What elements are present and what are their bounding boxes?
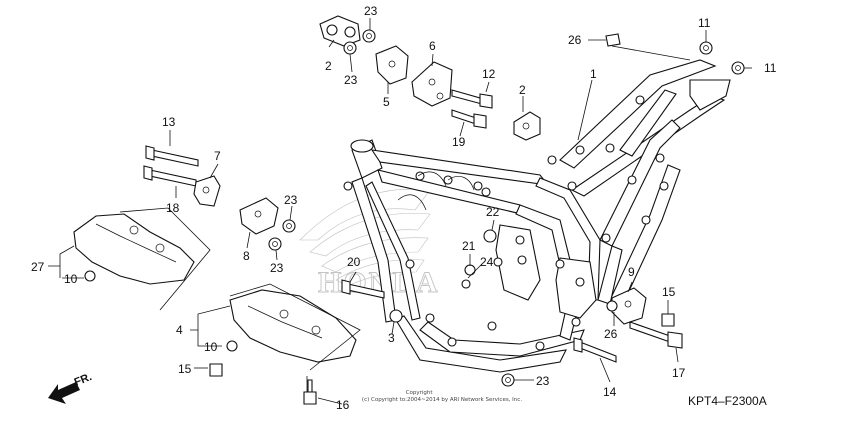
- collar-21: [464, 264, 476, 276]
- collar-26-top: [605, 33, 621, 47]
- skid-plate-27-box: [119, 207, 211, 311]
- label-26-lower: 26: [604, 327, 618, 341]
- bracket-5: [375, 45, 409, 85]
- label-5: 5: [383, 95, 390, 109]
- label-13: 13: [162, 115, 176, 129]
- label-10-left: 10: [64, 272, 78, 286]
- bolt-15-left: [209, 363, 223, 377]
- collar-24: [461, 279, 471, 289]
- front-label: FR.: [73, 371, 94, 389]
- collar-26-lower: [606, 300, 618, 312]
- label-11-right: 11: [764, 61, 777, 75]
- label-18: 18: [166, 201, 180, 215]
- label-6: 6: [429, 39, 436, 53]
- label-8: 8: [243, 249, 250, 263]
- label-14: 14: [603, 385, 617, 399]
- label-23-top: 23: [364, 4, 378, 18]
- label-15-right: 15: [662, 285, 676, 299]
- engine-hanger-2-right: [513, 111, 541, 141]
- diagram-code: KPT4–F2300A: [688, 394, 767, 408]
- label-23-bottom: 23: [536, 374, 550, 388]
- copyright-notice: Copyright (c) Copyright to:2004~2014 by …: [362, 390, 522, 403]
- frame-body: [343, 59, 731, 373]
- label-11-top: 11: [698, 16, 711, 30]
- collar-23-top: [362, 29, 376, 43]
- label-27: 27: [31, 260, 45, 274]
- collar-22: [483, 229, 497, 243]
- label-26-top: 26: [568, 33, 582, 47]
- frame-bosses: [343, 95, 669, 351]
- label-9: 9: [628, 265, 635, 279]
- label-23-mid: 23: [344, 73, 358, 87]
- label-16: 16: [336, 398, 350, 412]
- label-17: 17: [672, 366, 686, 380]
- collar-23-mid: [343, 41, 357, 55]
- label-2-top: 2: [325, 59, 332, 73]
- bolt-13: [145, 145, 199, 167]
- label-4: 4: [176, 323, 183, 337]
- bolt-17: [629, 321, 683, 349]
- label-23-left-lower: 23: [270, 261, 284, 275]
- collar-10-lower: [226, 340, 238, 352]
- skid-plate-4: [229, 289, 357, 363]
- nut-11-b: [731, 61, 745, 75]
- copyright-line-2: (c) Copyright to:2004~2014 by ARI Networ…: [362, 397, 522, 403]
- skid-plate-27: [73, 213, 195, 285]
- front-direction-indicator: FR.: [48, 371, 94, 404]
- label-1: 1: [590, 67, 597, 81]
- label-22: 22: [486, 205, 500, 219]
- nut-23-left-lower: [268, 237, 282, 251]
- collar-10-left: [84, 270, 96, 282]
- bolt-14: [573, 337, 617, 363]
- engine-hanger-2-upper: [319, 15, 361, 47]
- label-12: 12: [482, 67, 496, 81]
- label-23-left: 23: [284, 193, 298, 207]
- nut-23-left: [282, 219, 296, 233]
- bracket-6: [411, 61, 453, 107]
- bolt-18: [143, 165, 197, 187]
- label-15-left: 15: [178, 362, 192, 376]
- label-2-right: 2: [519, 83, 526, 97]
- label-10-lower: 10: [204, 340, 218, 354]
- label-7: 7: [214, 149, 221, 163]
- label-20: 20: [347, 255, 361, 269]
- label-21: 21: [462, 239, 476, 253]
- bolt-12: [451, 89, 493, 109]
- label-3: 3: [388, 331, 395, 345]
- leader-lines: [48, 18, 752, 405]
- bolt-16: [303, 379, 317, 405]
- copyright-line-1: Copyright: [406, 390, 434, 396]
- callout-labels: 1 26 11 11 23 2 23 5 6 12 2 19 13 7 18 2…: [31, 4, 777, 412]
- label-24: 24: [480, 255, 494, 269]
- bolt-15-right: [661, 313, 675, 327]
- label-19: 19: [452, 135, 466, 149]
- front-arrow-icon: [48, 382, 80, 404]
- bracket-7: [193, 175, 221, 207]
- nut-23-bottom: [501, 373, 515, 387]
- nut-11-a: [699, 41, 713, 55]
- bolt-19: [451, 109, 487, 129]
- bracket-9: [611, 287, 647, 325]
- bolt-20: [341, 279, 385, 299]
- collar-3: [389, 309, 403, 323]
- bracket-8: [239, 197, 279, 235]
- skid-plate-4-box: [229, 283, 361, 371]
